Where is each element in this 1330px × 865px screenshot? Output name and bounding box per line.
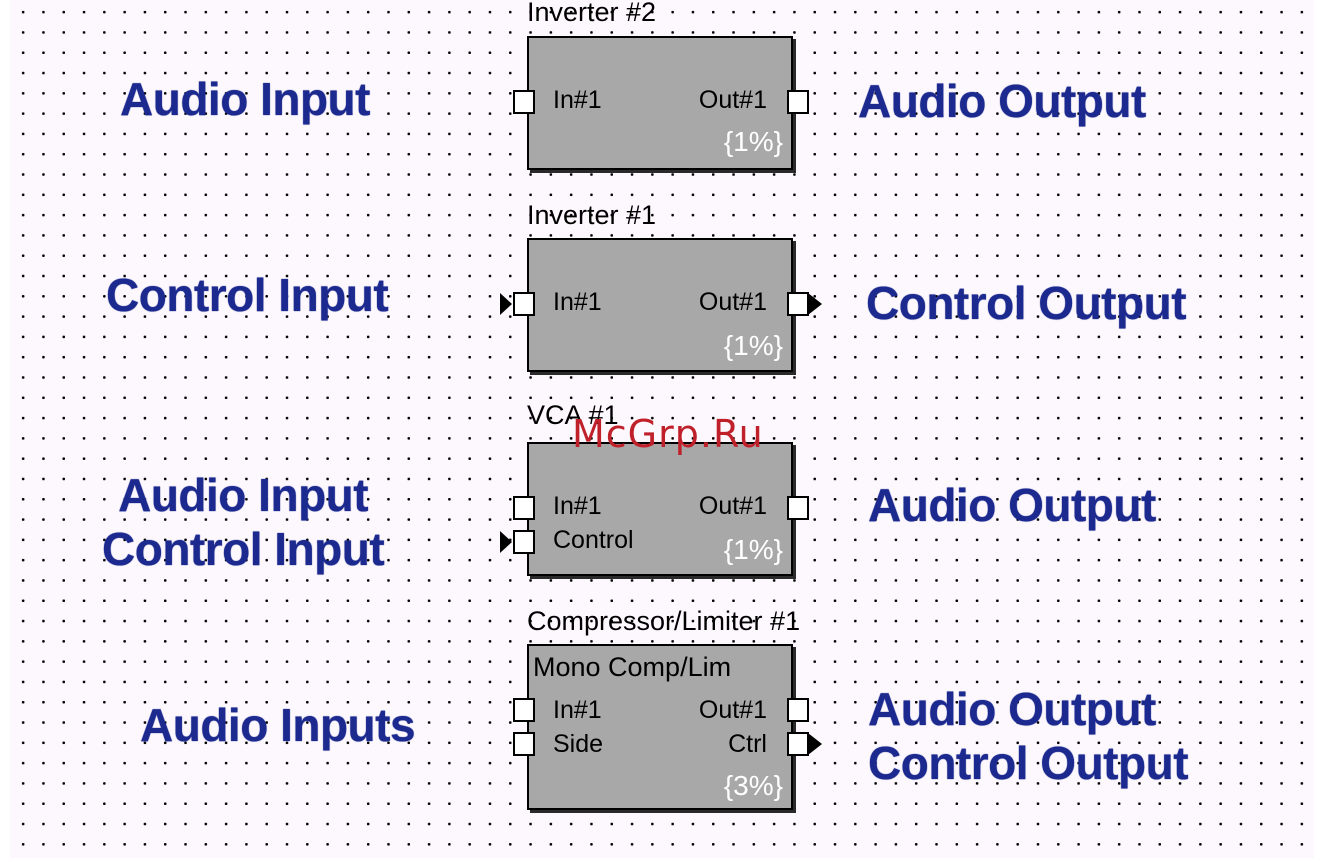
row-1-in-port-0-control-arrow-icon [500,293,512,315]
row-1-right-label-0: Control Output [866,276,1186,330]
row-3-usage: {3%} [724,770,783,802]
row-3-out-port-1-control-arrow-icon [808,733,822,755]
row-3-out-port-0[interactable] [787,698,809,722]
row-1-usage: {1%} [724,330,783,362]
compressor-limiter-1-block[interactable]: Mono Comp/Lim In#1 Side Out#1 Ctrl {3%} [527,644,793,810]
watermark: McGrp.Ru [572,412,764,456]
row-3-left-labels: Audio Inputs [140,698,415,752]
row-2-left-label-1: Control Input [102,522,384,576]
row-1-left-label-0: Control Input [106,268,388,322]
row-2-usage: {1%} [724,534,783,566]
row-2-in-port-1-label: Control [553,526,634,555]
row-3-in-port-0-label: In#1 [553,696,602,725]
row-0-left-labels: Audio Input [120,72,370,126]
row-3-out-port-1[interactable] [787,732,809,756]
row-3-in-port-0[interactable] [513,698,535,722]
row-3-in-port-1-label: Side [553,730,603,759]
row-2-right-label-0: Audio Output [868,478,1156,532]
row-0-left-label-0: Audio Input [120,72,370,126]
row-2-left-label-0: Audio Input [102,468,384,522]
row-0-right-labels: Audio Output [858,74,1146,128]
row-3-right-label-0: Audio Output [868,682,1188,736]
row-0-right-label-0: Audio Output [858,74,1146,128]
row-0-out-port-0-label: Out#1 [699,86,767,115]
row-2-out-port-0[interactable] [787,496,809,520]
row-1-in-port-0[interactable] [513,292,535,316]
row-3-right-label-1: Control Output [868,736,1188,790]
row-2-left-labels: Audio Input Control Input [102,468,384,576]
row-3-out-port-1-label: Ctrl [728,730,767,759]
row-3-right-labels: Audio Output Control Output [868,682,1188,790]
row-2-in-port-1-control-arrow-icon [500,531,512,553]
vca-1-block[interactable]: In#1 Control Out#1 {1%} [527,442,793,576]
row-3-in-port-1[interactable] [513,732,535,756]
row-0-block-title: Inverter #2 [527,0,656,27]
row-1-out-port-0-control-arrow-icon [808,293,822,315]
row-3-block-subtitle: Mono Comp/Lim [533,652,731,683]
row-2-out-port-0-label: Out#1 [699,492,767,521]
row-0-out-port-0[interactable] [787,90,809,114]
row-0-in-port-0-label: In#1 [553,86,602,115]
row-1-left-labels: Control Input [106,268,388,322]
row-2-right-labels: Audio Output [868,478,1156,532]
row-3-left-label-0: Audio Inputs [140,698,415,752]
row-3-block-title: Compressor/Limiter #1 [527,606,800,636]
row-1-right-labels: Control Output [866,276,1186,330]
row-2-in-port-0[interactable] [513,496,535,520]
row-3-out-port-0-label: Out#1 [699,696,767,725]
row-0-usage: {1%} [724,126,783,158]
row-1-out-port-0-label: Out#1 [699,288,767,317]
row-0-in-port-0[interactable] [513,90,535,114]
row-2-in-port-1[interactable] [513,530,535,554]
row-1-out-port-0[interactable] [787,292,809,316]
row-2-in-port-0-label: In#1 [553,492,602,521]
inverter-2-block[interactable]: In#1 Out#1 {1%} [527,36,793,170]
row-1-block-title: Inverter #1 [527,200,656,230]
inverter-1-block[interactable]: In#1 Out#1 {1%} [527,238,793,372]
row-1-in-port-0-label: In#1 [553,288,602,317]
